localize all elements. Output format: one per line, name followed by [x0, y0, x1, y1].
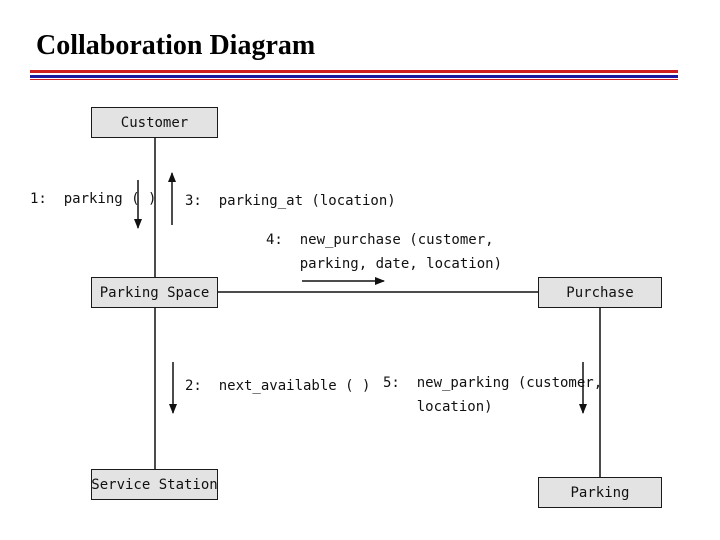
node-parking: Parking	[538, 477, 662, 508]
message-3-label: 3: parking_at (location)	[185, 193, 396, 209]
node-parking-space: Parking Space	[91, 277, 218, 308]
message-2-label: 2: next_available ( )	[185, 378, 371, 394]
message-5-label: 5: new_parking (customer, location)	[383, 375, 603, 415]
message-1-label: 1: parking ( )	[30, 191, 157, 207]
message-4-label: 4: new_purchase (customer, parking, date…	[266, 232, 503, 272]
title-rule-blue	[30, 75, 678, 78]
slide-title: Collaboration Diagram	[36, 30, 316, 61]
title-rule-red	[30, 70, 678, 73]
node-purchase: Purchase	[538, 277, 662, 308]
node-customer: Customer	[91, 107, 218, 138]
title-rule-red-thin	[30, 79, 678, 80]
node-service-station: Service Station	[91, 469, 218, 500]
